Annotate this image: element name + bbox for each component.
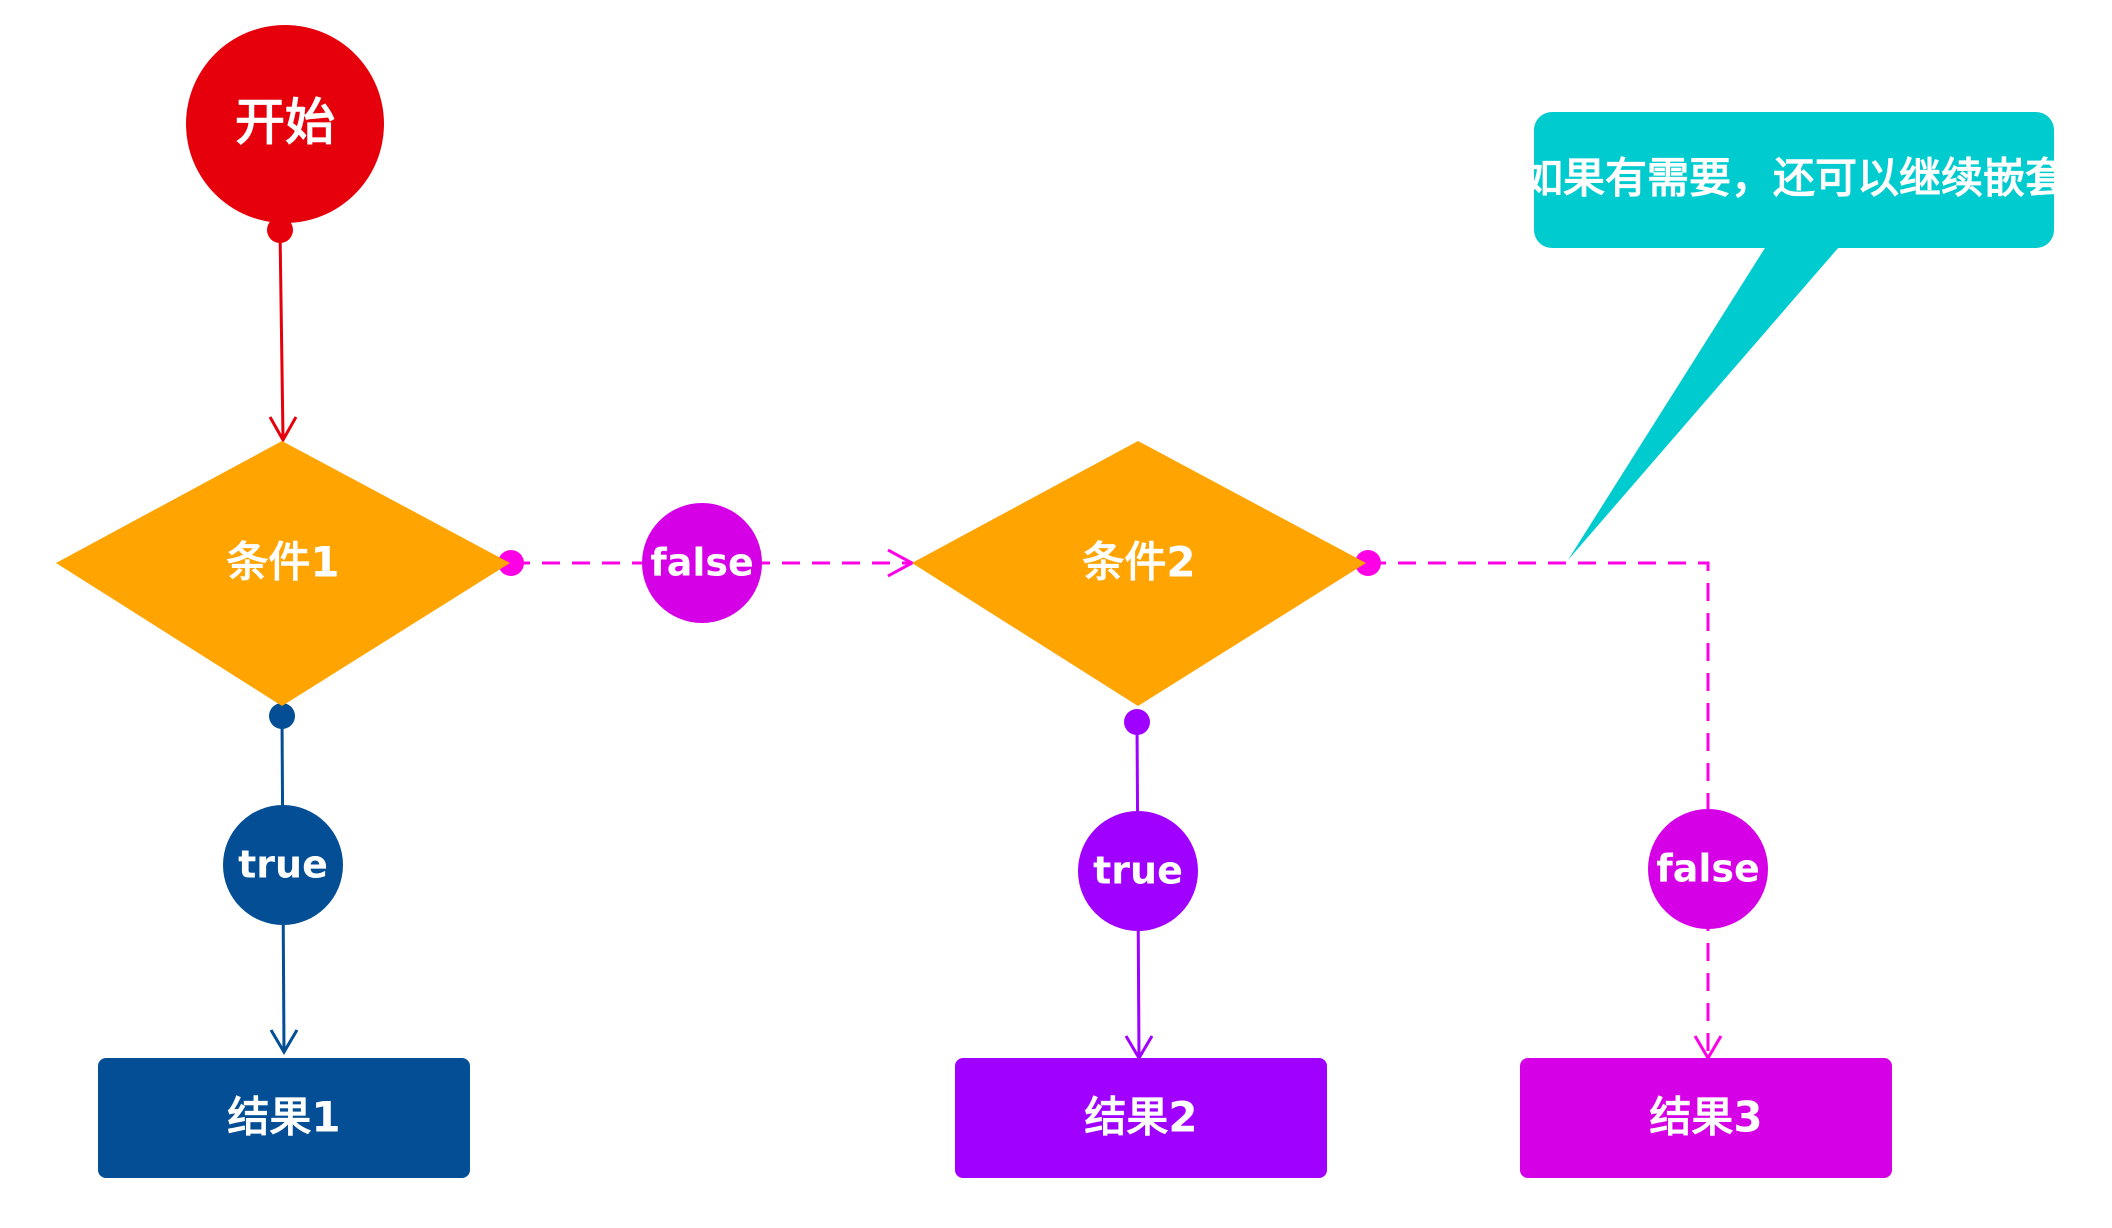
callout-box <box>1534 112 2054 248</box>
condition1-false-dot <box>498 550 524 576</box>
branch-false-1-label: false <box>650 541 754 585</box>
connector-start-to-condition1 <box>267 217 298 444</box>
connector-condition2-false-to-result3 <box>1355 550 1723 1061</box>
start-connector-dot <box>267 217 293 243</box>
condition2-node: 条件2 <box>912 441 1366 706</box>
nesting-callout: 如果有需要，还可以继续嵌套 <box>1521 112 2067 560</box>
start-node: 开始 <box>186 25 384 223</box>
callout-pointer <box>1568 240 1845 560</box>
result2-label: 结果2 <box>1084 1093 1197 1142</box>
branch-false-2-label: false <box>1656 847 1760 891</box>
result1-node: 结果1 <box>98 1058 470 1178</box>
branch-true-2-label: true <box>1093 849 1183 893</box>
result1-label: 结果1 <box>227 1093 340 1142</box>
condition1-label: 条件1 <box>226 538 339 587</box>
condition1-true-dot <box>269 703 295 729</box>
result3-label: 结果3 <box>1649 1093 1762 1142</box>
condition1-node: 条件1 <box>56 441 510 706</box>
callout-text: 如果有需要，还可以继续嵌套 <box>1521 154 2067 203</box>
condition2-label: 条件2 <box>1082 538 1195 587</box>
branch-true-2: true <box>1078 811 1198 931</box>
branch-true-1: true <box>223 805 343 925</box>
start-label: 开始 <box>235 94 335 152</box>
condition2-true-dot <box>1124 709 1150 735</box>
branch-false-1: false <box>642 503 762 623</box>
branch-true-1-label: true <box>238 843 328 887</box>
branch-false-2: false <box>1648 809 1768 929</box>
condition2-false-dot <box>1355 550 1381 576</box>
result3-node: 结果3 <box>1520 1058 1892 1178</box>
result2-node: 结果2 <box>955 1058 1327 1178</box>
